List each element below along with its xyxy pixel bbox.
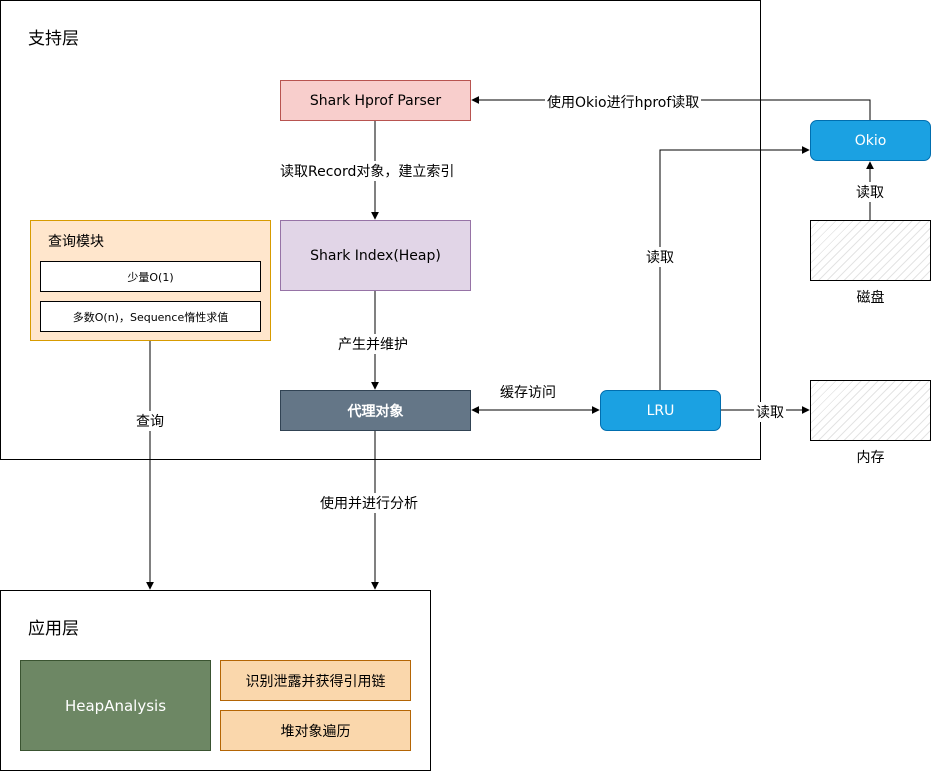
shark-hprof-parser-node: Shark Hprof Parser <box>280 80 471 121</box>
edge-label-proxy-to-app: 使用并进行分析 <box>318 493 420 513</box>
query-item-constant: 少量O(1) <box>40 261 261 292</box>
app-layer-title: 应用层 <box>28 619 79 639</box>
edge-label-disk-to-okio: 读取 <box>854 182 886 202</box>
disk-node <box>810 220 931 281</box>
edge-label-parser-to-index: 读取Record对象，建立索引 <box>278 161 457 181</box>
leak-trace-node: 识别泄露并获得引用链 <box>220 660 411 701</box>
query-module-title: 查询模块 <box>48 234 104 250</box>
lru-node: LRU <box>600 390 721 431</box>
support-layer-title: 支持层 <box>28 29 79 49</box>
edge-label-index-to-proxy: 产生并维护 <box>336 334 410 354</box>
query-item-sequence: 多数O(n)，Sequence惰性求值 <box>40 301 261 332</box>
edge-label-proxy-lru: 缓存访问 <box>498 382 558 402</box>
edge-label-okio-to-parser: 使用Okio进行hprof读取 <box>545 92 702 112</box>
heap-analysis-node: HeapAnalysis <box>20 660 211 751</box>
memory-label: 内存 <box>856 450 885 466</box>
edge-label-lru-to-memory: 读取 <box>754 402 786 422</box>
shark-index-node: Shark Index(Heap) <box>280 220 471 291</box>
heap-traversal-node: 堆对象遍历 <box>220 710 411 751</box>
okio-node: Okio <box>810 120 931 161</box>
edge-label-lru-to-okio: 读取 <box>644 247 676 267</box>
query-module: 查询模块 少量O(1) 多数O(n)，Sequence惰性求值 <box>30 220 271 341</box>
proxy-object-node: 代理对象 <box>280 390 471 431</box>
disk-label: 磁盘 <box>856 290 885 306</box>
memory-node <box>810 380 931 441</box>
edge-label-query-to-app: 查询 <box>134 411 166 431</box>
